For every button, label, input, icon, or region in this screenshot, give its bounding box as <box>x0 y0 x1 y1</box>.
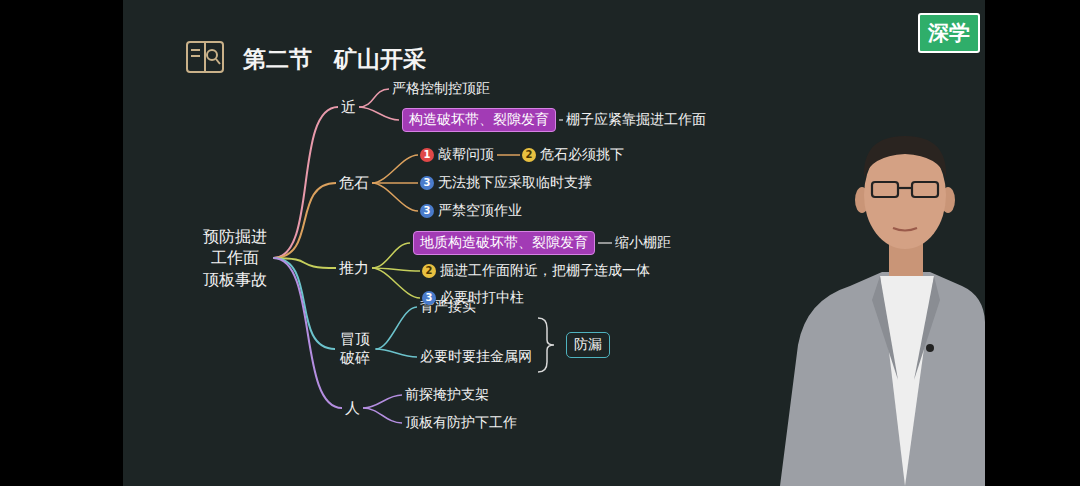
leaf-topic: 严禁空顶作业 <box>438 202 522 220</box>
leaf-topic: 前探掩护支架 <box>405 386 489 404</box>
node-text: 掘进工作面附近，把棚子连成一体 <box>440 262 650 280</box>
node-text: 冒顶 破碎 <box>338 330 373 369</box>
brand-logo: 深学 <box>918 13 980 53</box>
node-text: 防漏 <box>574 336 602 354</box>
node-text: 无法挑下应采取临时支撑 <box>438 174 592 192</box>
node-text: 缩小棚距 <box>615 234 671 252</box>
leaf-topic: 必要时要挂金属网 <box>420 348 532 366</box>
callout-number: 1 <box>420 148 434 162</box>
node-text: 近 <box>341 98 356 117</box>
highlight-tag: 构造破坏带、裂隙发育 <box>402 108 556 132</box>
connector <box>497 154 520 156</box>
title-icon <box>187 42 223 72</box>
bracket <box>538 318 554 372</box>
callout-number: 2 <box>422 264 436 278</box>
connector <box>273 258 342 408</box>
leaf-topic: 严格控制控顶距 <box>392 80 490 98</box>
summary-box: 防漏 <box>566 332 610 358</box>
leaf-topic: 掘进工作面附近，把棚子连成一体 <box>440 262 650 280</box>
node-text: 构造破坏带、裂隙发育 <box>409 111 549 129</box>
connector <box>359 107 399 120</box>
highlight-tag: 地质构造破坏带、裂隙发育 <box>413 231 595 255</box>
connector <box>372 155 418 183</box>
slide-title: 第二节 矿山开采 <box>243 44 426 75</box>
connector <box>559 119 563 121</box>
callout-number: 3 <box>420 204 434 218</box>
callout-number: 2 <box>522 148 536 162</box>
connector <box>363 395 402 408</box>
node-text: 严格控制控顶距 <box>392 80 490 98</box>
branch-topic: 危石 <box>339 174 369 193</box>
connector <box>372 268 420 298</box>
connector <box>372 243 410 268</box>
branch-topic: 人 <box>345 399 360 418</box>
branch-topic: 推力 <box>339 259 369 278</box>
node-text: 预防掘进 工作面 顶板事故 <box>200 226 270 291</box>
connector <box>376 307 418 349</box>
leaf-topic: 敲帮问顶 <box>438 146 494 164</box>
connector <box>363 408 402 423</box>
node-text: 推力 <box>339 259 369 278</box>
leaf-topic: 顶板有防护下工作 <box>405 414 517 432</box>
node-text: 前探掩护支架 <box>405 386 489 404</box>
leaf-topic: 棚子应紧靠掘进工作面 <box>566 111 706 129</box>
node-text: 危石 <box>339 174 369 193</box>
node-text: 严禁空顶作业 <box>438 202 522 220</box>
leaf-topic: 危石必须挑下 <box>540 146 624 164</box>
connector <box>372 183 418 211</box>
node-text: 人 <box>345 399 360 418</box>
node-text: 危石必须挑下 <box>540 146 624 164</box>
connector <box>598 242 612 244</box>
branch-topic: 冒顶 破碎 <box>338 330 373 369</box>
node-text: 地质构造破坏带、裂隙发育 <box>420 234 588 252</box>
leaf-topic: 无法挑下应采取临时支撑 <box>438 174 592 192</box>
node-text: 棚子应紧靠掘进工作面 <box>566 111 706 129</box>
node-text: 敲帮问顶 <box>438 146 494 164</box>
connector <box>359 89 389 107</box>
connector <box>372 182 418 184</box>
branch-topic: 近 <box>341 98 356 117</box>
connector <box>273 258 335 349</box>
connector <box>376 349 418 357</box>
leaf-topic: 缩小棚距 <box>615 234 671 252</box>
node-text: 顶板有防护下工作 <box>405 414 517 432</box>
root-topic: 预防掘进 工作面 顶板事故 <box>200 226 270 291</box>
connector <box>273 107 338 258</box>
node-text: 必要时要挂金属网 <box>420 348 532 366</box>
callout-number: 3 <box>422 291 436 305</box>
connector <box>273 183 336 258</box>
presenter-figure <box>780 136 985 486</box>
callout-number: 3 <box>420 176 434 190</box>
